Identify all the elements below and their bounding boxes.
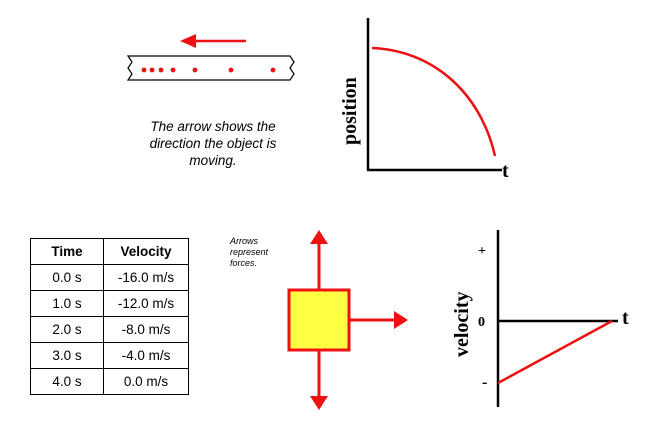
force-diagram (287, 230, 408, 410)
time-cell: 0.0 s (30, 264, 104, 291)
table-row: 0.0 s -16.0 m/s (30, 264, 189, 291)
velocity-t-label: t (622, 307, 629, 329)
velocity-cell: -12.0 m/s (103, 290, 189, 317)
tape-dot (141, 67, 147, 73)
tape-dot (158, 67, 164, 73)
velocity-column-header: Velocity (103, 238, 189, 265)
tape-dot (170, 67, 176, 73)
velocity-axis-label: velocity (451, 291, 473, 357)
motion-direction-arrow (180, 34, 246, 48)
time-cell: 3.0 s (30, 342, 104, 369)
tape-dot (270, 67, 276, 73)
position-curve (371, 46, 497, 157)
table-row: 4.0 s 0.0 m/s (30, 368, 189, 395)
velocity-minus-label: - (482, 374, 487, 391)
tape-dot (192, 67, 198, 73)
table-row: 2.0 s -8.0 m/s (30, 316, 189, 343)
table-row: 3.0 s -4.0 m/s (30, 342, 189, 369)
position-t-label: t (502, 160, 509, 182)
position-time-graph: position t (339, 18, 509, 182)
velocity-cell: -4.0 m/s (103, 342, 189, 369)
velocity-cell: -8.0 m/s (103, 316, 189, 343)
velocity-line (497, 319, 613, 385)
caption-line: The arrow shows the (150, 119, 276, 134)
tape-dot (149, 67, 155, 73)
tape-dot (228, 67, 234, 73)
forces-note-line: forces. (230, 258, 258, 268)
caption-line: moving. (189, 153, 237, 168)
velocity-time-graph: velocity + 0 - t (451, 230, 629, 407)
table-row: 1.0 s -12.0 m/s (30, 290, 189, 317)
time-cell: 1.0 s (30, 290, 104, 317)
velocity-zero-label: 0 (478, 315, 485, 330)
up-force-arrow (310, 230, 328, 290)
position-axis-label: position (339, 77, 361, 145)
time-cell: 4.0 s (30, 368, 104, 395)
caption-line: direction the object is (149, 136, 277, 151)
right-force-arrow (349, 311, 408, 329)
velocity-cell: 0.0 m/s (103, 368, 189, 395)
velocity-cell: -16.0 m/s (103, 264, 189, 291)
forces-note-line: represent (230, 247, 269, 257)
time-cell: 2.0 s (30, 316, 104, 343)
object-box (287, 288, 351, 352)
down-force-arrow (310, 348, 328, 410)
velocity-plus-label: + (478, 244, 486, 259)
table-header-row: Time Velocity (30, 238, 189, 265)
motion-strip-diagram (126, 34, 295, 81)
time-column-header: Time (30, 238, 104, 265)
velocity-table: Time Velocity 0.0 s -16.0 m/s 1.0 s -12.… (30, 238, 189, 395)
motion-caption: The arrow shows the direction the object… (118, 118, 308, 169)
forces-note-line: Arrows (230, 236, 259, 246)
tape-dots (141, 67, 276, 73)
forces-note: Arrows represent forces. (230, 236, 300, 269)
ticker-tape (126, 55, 295, 81)
